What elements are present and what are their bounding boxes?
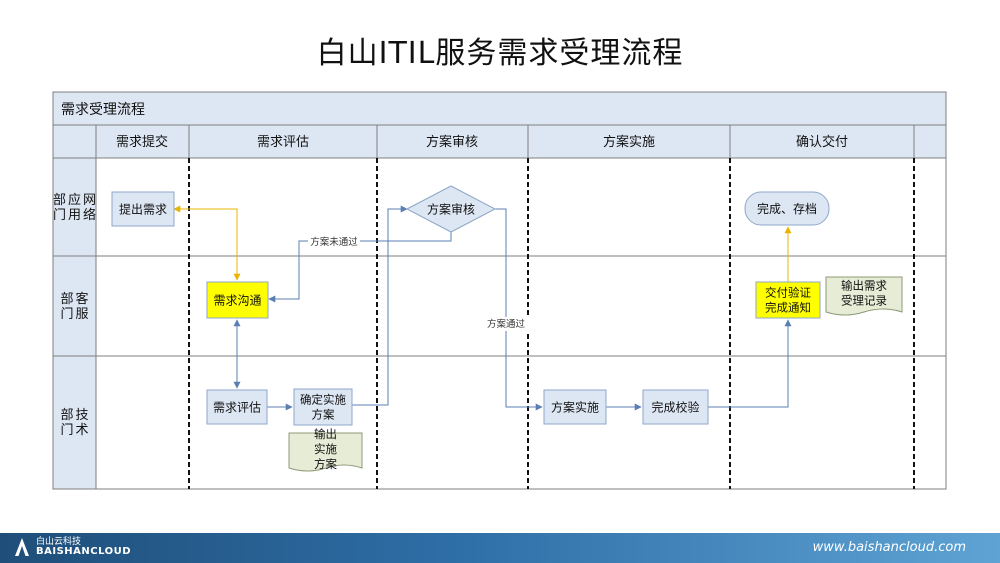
slide-title: 白山ITIL服务需求受理流程 [316, 36, 684, 71]
node-plan [293, 388, 353, 426]
doc-output-plan [288, 432, 363, 472]
node-assess [206, 389, 268, 425]
lane-label-tech: 技术部门 [61, 408, 89, 438]
node-verify-label: 完成校验 [651, 399, 699, 414]
connector-plan-review [352, 205, 408, 406]
connectors [173, 205, 792, 411]
brand: 白山云科技 BAISHANCLOUD [14, 537, 131, 557]
node-plan-label: 确定实施方案 [300, 393, 346, 422]
pool-title-bar [52, 91, 947, 126]
phase-label-assess: 需求评估 [257, 135, 309, 150]
node-review-decision [405, 185, 497, 233]
baishancloud-logo-icon [15, 538, 29, 556]
node-archive-label: 完成、存档 [757, 201, 817, 216]
connector-verify-notify [708, 319, 792, 408]
connector-review-rejected [268, 232, 452, 303]
phase-label-implement: 方案实施 [603, 134, 655, 150]
node-implement [543, 389, 607, 425]
edge-label-bg [308, 234, 360, 248]
node-implement-label: 方案实施 [551, 399, 599, 414]
footer-bar: 白山云科技 BAISHANCLOUD www.baishancloud.com [0, 533, 1000, 563]
phase-label-review: 方案审核 [426, 134, 478, 150]
node-communicate-label: 需求沟通 [213, 293, 261, 307]
edge-label-rejected: 方案未通过 [310, 236, 358, 248]
phase-label-deliver: 确认交付 [796, 134, 848, 150]
pool-title: 需求受理流程 [61, 102, 145, 118]
node-submit-label: 提出需求 [119, 201, 167, 216]
lane-label-network: 网络应用部门 [53, 192, 96, 223]
node-notify [755, 281, 821, 319]
connector-review-approved [495, 208, 543, 411]
brand-name-en: BAISHANCLOUD [36, 546, 132, 557]
node-notify-label: 交付验证完成通知 [765, 286, 811, 315]
doc-output-plan-label: 输出实施方案 [314, 427, 337, 471]
doc-output-record [825, 276, 903, 316]
lane-label-service: 客服部门 [61, 291, 89, 322]
node-assess-label: 需求评估 [213, 400, 261, 414]
footer-url-link[interactable]: www.baishancloud.com [812, 540, 966, 555]
node-submit [111, 191, 175, 227]
edge-label-bg [482, 317, 530, 331]
phase-header-bar [52, 124, 947, 159]
connector-submit-communicate [173, 205, 241, 281]
node-archive [744, 191, 830, 226]
phase-label-submit: 需求提交 [116, 134, 168, 150]
node-communicate [206, 281, 269, 319]
doc-output-record-label: 输出需求受理记录 [841, 279, 887, 308]
node-verify [642, 389, 709, 425]
edge-label-approved: 方案通过 [487, 318, 526, 330]
lane-header-column [52, 157, 97, 490]
node-review-label: 方案审核 [427, 201, 475, 216]
brand-name-cn: 白山云科技 [36, 537, 82, 547]
